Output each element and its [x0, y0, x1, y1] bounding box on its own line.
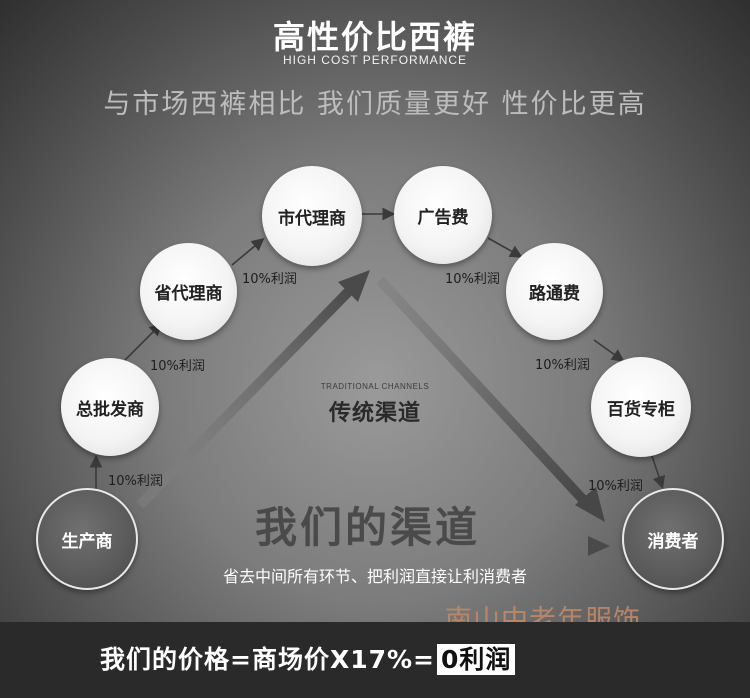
- traditional-arrow-down: [376, 276, 605, 522]
- page-subtitle: HIGH COST PERFORMANCE: [282, 53, 468, 67]
- node-consumer: 消费者: [622, 488, 724, 590]
- profit-label: 10%利润: [242, 272, 297, 287]
- node-wholesaler: 总批发商: [61, 358, 159, 456]
- formula-text: 我们的价格=商场价X17%=: [100, 645, 436, 674]
- formula-bar: [0, 622, 750, 698]
- node-provincial-agent: 省代理商: [140, 243, 237, 340]
- chain-arrows: [89, 207, 666, 490]
- node-department-store: 百货专柜: [591, 357, 691, 457]
- traditional-channels-cn: 传统渠道: [328, 401, 421, 426]
- node-road-fee: 路通费: [506, 243, 603, 340]
- node-ad-fee: 广告费: [394, 166, 492, 264]
- profit-label: 10%利润: [588, 479, 643, 494]
- node-producer: 生产商: [36, 488, 138, 590]
- traditional-channels-en: TRADITIONAL CHANNELS: [320, 382, 430, 391]
- formula-highlight: 0利润: [437, 644, 516, 675]
- direct-channel-arrow: [145, 536, 610, 556]
- price-formula: 我们的价格=商场价X17%=0利润: [100, 640, 516, 676]
- node-city-agent: 市代理商: [262, 166, 362, 266]
- profit-label: 10%利润: [535, 358, 590, 373]
- page-title: 高性价比西裤: [272, 18, 477, 56]
- profit-label: 10%利润: [150, 359, 205, 374]
- our-channel-title: 我们的渠道: [255, 503, 481, 552]
- traditional-arrow-up: [136, 270, 370, 509]
- tagline: 与市场西裤相比 我们质量更好 性价比更高: [103, 89, 647, 120]
- our-channel-description: 省去中间所有环节、把利润直接让利消费者: [222, 567, 527, 586]
- profit-label: 10%利润: [108, 474, 163, 489]
- profit-label: 10%利润: [445, 272, 500, 287]
